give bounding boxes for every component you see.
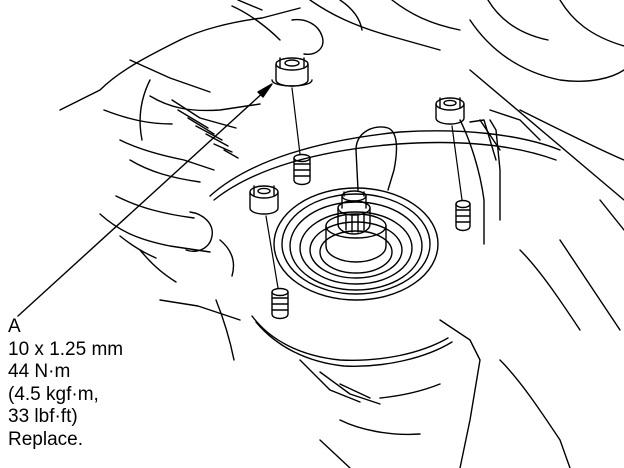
flange-nut-left	[249, 185, 279, 215]
mounting-stud-left	[271, 287, 289, 320]
mounting-stud-top	[293, 153, 311, 186]
flange-nut-top	[271, 57, 313, 87]
raised-boss	[355, 126, 398, 191]
strut-mount	[273, 187, 439, 301]
replace-note: Replace.	[8, 428, 83, 450]
callout-leader-arrow	[17, 83, 273, 317]
mounting-stud-right	[455, 199, 471, 232]
strut-tower-plate	[209, 119, 561, 367]
callout-label: A 10 x 1.25 mm 44 N·m (4.5 kgf·m, 33 lbf…	[8, 316, 123, 451]
torque-kgfm: (4.5 kgf·m,	[8, 383, 99, 405]
torque-nm: 44 N·m	[8, 361, 71, 382]
flange-nut-right	[435, 97, 465, 125]
torque-lbfft: 33 lbf·ft)	[8, 406, 78, 427]
body-panel-lines	[59, 0, 624, 468]
alignment-lines	[265, 87, 463, 289]
thread-size: 10 x 1.25 mm	[8, 338, 124, 360]
strut-center-nut	[325, 190, 387, 263]
callout-letter: A	[8, 316, 21, 337]
